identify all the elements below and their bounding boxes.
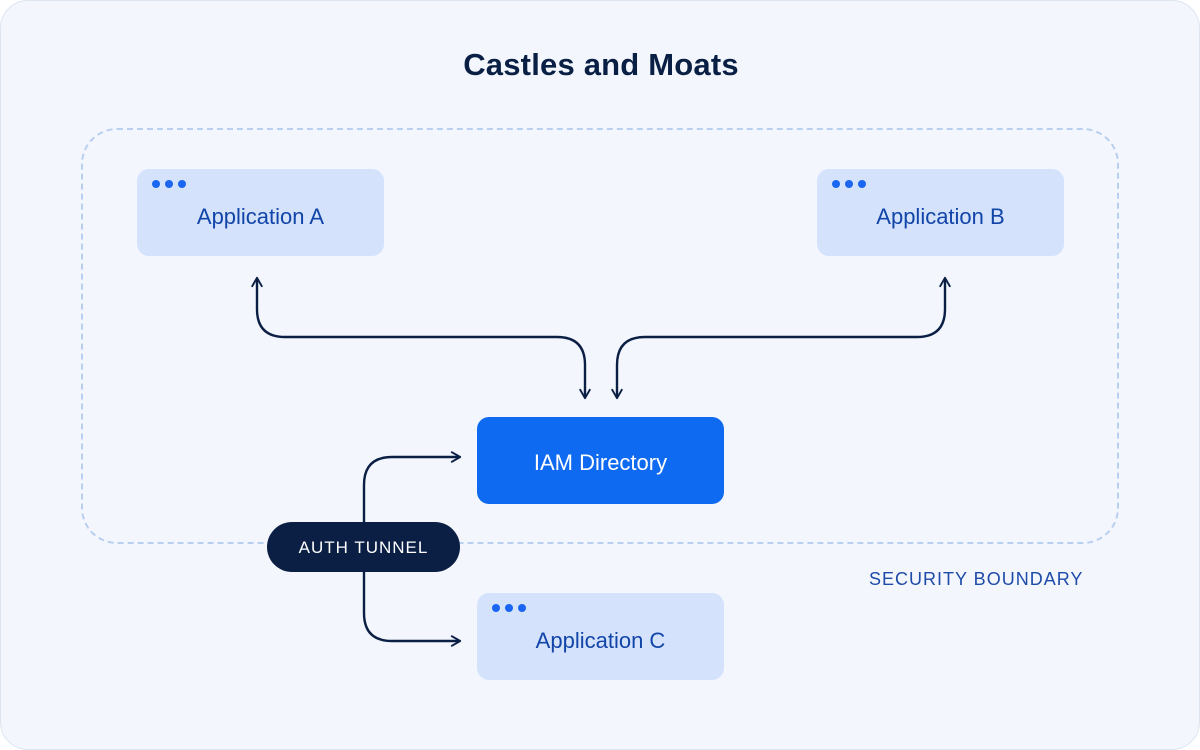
edge-tunnel-app-c [362, 572, 462, 647]
security-boundary-label: SECURITY BOUNDARY [869, 569, 1084, 589]
application-b-label: Application B [876, 204, 1005, 229]
application-b-node[interactable]: Application B [817, 169, 1064, 256]
iam-directory-label: IAM Directory [533, 450, 668, 475]
auth-tunnel-label: AUTH TUNNEL [298, 538, 429, 557]
auth-tunnel-node[interactable]: AUTH TUNNEL [267, 522, 460, 572]
window-dots-icon [152, 180, 186, 188]
iam-directory-node[interactable]: IAM Directory [477, 417, 724, 504]
diagram-title: Castles and Moats [463, 47, 739, 82]
window-dots-icon [832, 180, 866, 188]
edge-iam-app-b [611, 276, 951, 400]
edge-iam-app-a [251, 276, 591, 400]
security-boundary [81, 128, 1119, 544]
window-dots-icon [492, 604, 526, 612]
application-c-node[interactable]: Application C [477, 593, 724, 680]
edge-tunnel-iam [362, 451, 462, 522]
application-a-node[interactable]: Application A [137, 169, 384, 256]
application-c-label: Application C [535, 628, 666, 653]
application-a-label: Application A [196, 204, 325, 229]
